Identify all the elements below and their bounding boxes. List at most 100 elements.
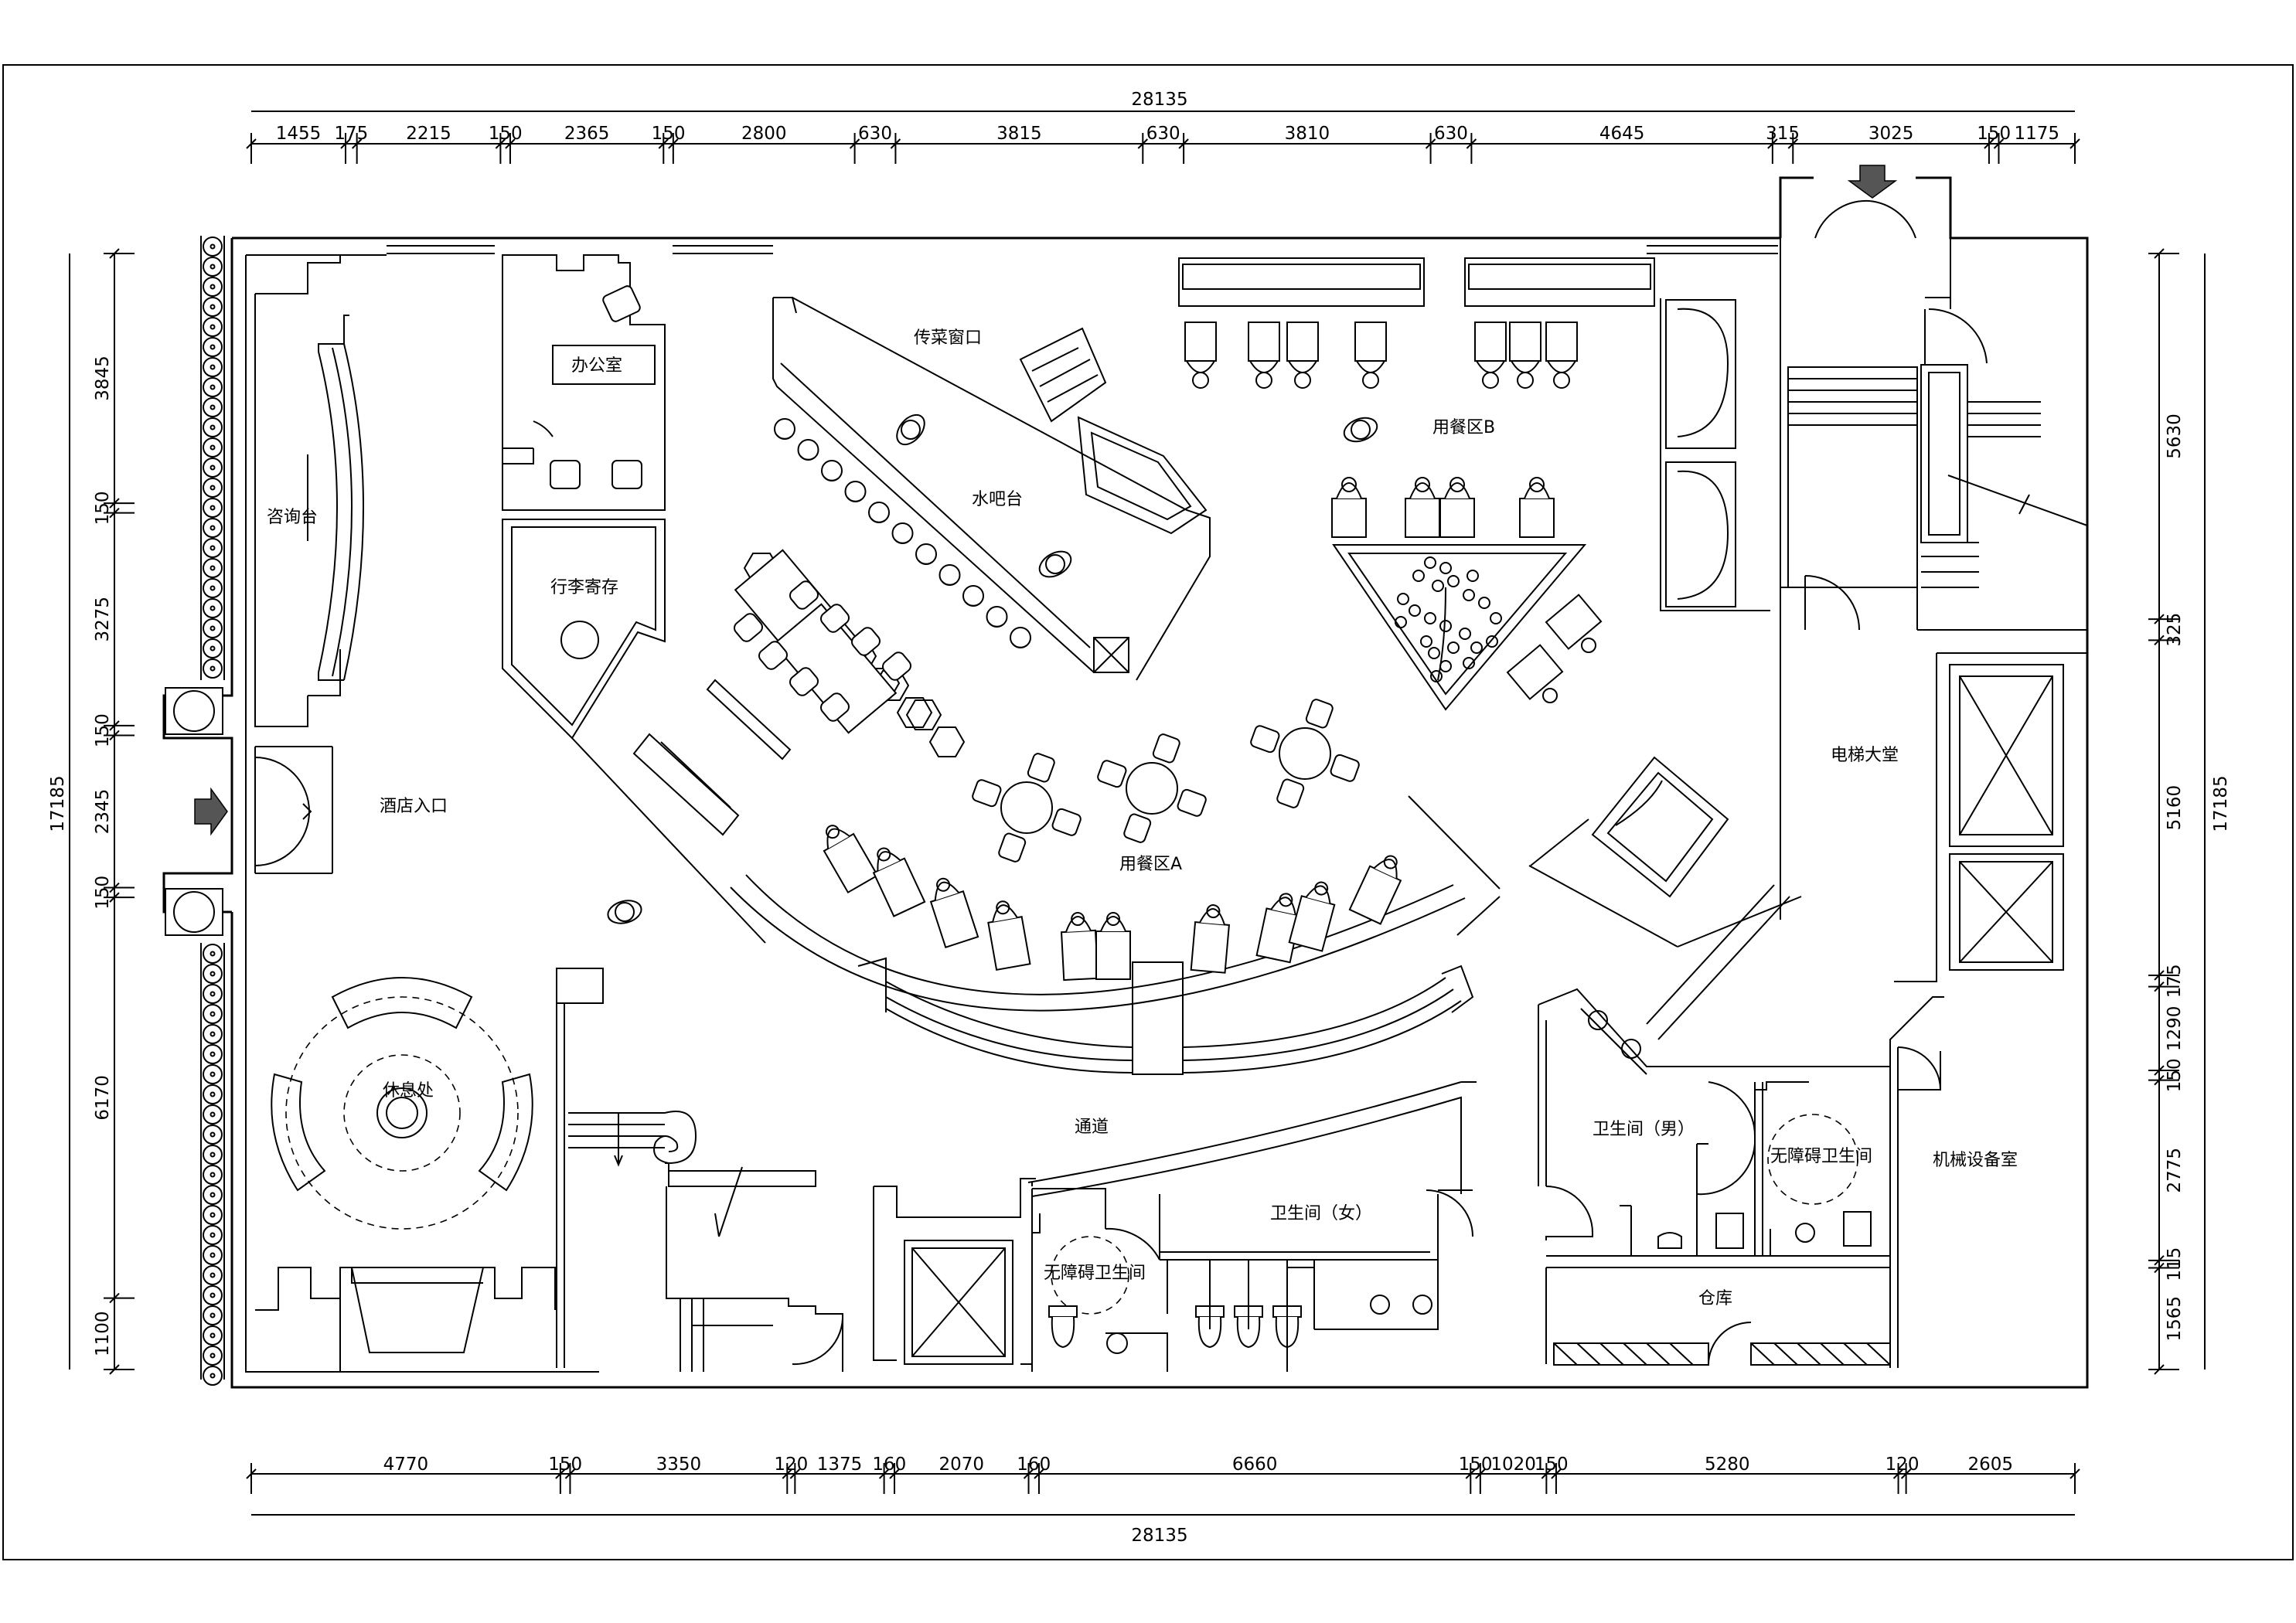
dining-b-label: 用餐区B	[1432, 418, 1495, 437]
dim-top-segment-label: 150	[1977, 124, 2011, 144]
dim-top-segment-label: 2215	[406, 124, 451, 144]
dim-bottom-total: 28135	[1131, 1526, 1187, 1546]
dim-bottom-segment-label: 120	[774, 1455, 808, 1475]
dim-bottom-segment-label: 160	[1017, 1455, 1051, 1475]
dim-right-segment-label: 150	[2165, 1058, 2185, 1092]
luggage-room: 行李寄存	[502, 519, 666, 740]
hex-table-chair	[820, 692, 850, 722]
dim-left-segment-label: 150	[93, 713, 113, 747]
bar-stools	[774, 418, 1031, 648]
dim-top-segment-label: 630	[858, 124, 892, 144]
dim-top-segment-label: 3025	[1868, 124, 1914, 144]
dining-b-chair	[1354, 322, 1387, 389]
dim-bottom-segment-label: 150	[1459, 1455, 1493, 1475]
dim-bottom-segment-label: 4770	[383, 1455, 429, 1475]
dining-b-chair	[1286, 322, 1319, 389]
dim-right-segment-label: 5630	[2165, 413, 2185, 459]
bar-stool	[774, 418, 795, 440]
dim-top-segment-label: 1455	[276, 124, 322, 144]
dim-left-segment-label: 150	[93, 491, 113, 525]
dim-right-segment-label: 1290	[2165, 1006, 2185, 1052]
dim-bottom-segment-label: 2070	[939, 1455, 985, 1475]
office-chair-2	[550, 460, 642, 489]
dim-right-segment-label: 325	[2165, 613, 2185, 647]
dim-bottom-segment-label: 1375	[817, 1455, 863, 1475]
luggage-label: 行李寄存	[550, 578, 618, 597]
wc-women: 卫生间（女） 无障碍卫生间	[1031, 1188, 1473, 1372]
hex-table-chair	[851, 627, 881, 656]
bar-stool	[986, 606, 1008, 628]
dim-bottom-segment-label: 120	[1886, 1455, 1920, 1475]
dining-b-chair	[1184, 322, 1217, 389]
top-entry-arrow-icon	[1847, 165, 1898, 199]
outer-walls	[162, 165, 2089, 1389]
entry-arrow-icon	[194, 787, 228, 836]
dim-left-total: 17185	[48, 775, 68, 832]
bar-counter: 传菜窗口 水吧台	[772, 297, 1211, 681]
booth-seat	[929, 877, 979, 949]
dim-top-segment-label: 630	[1146, 124, 1180, 144]
booth-seat	[1348, 855, 1402, 925]
booth-seat	[987, 900, 1031, 971]
guest-figure-b	[1343, 417, 1378, 443]
dining-b-chair	[1248, 322, 1280, 389]
rest-area: 休息处	[255, 968, 604, 1372]
mech-room-label: 机械设备室	[1933, 1151, 2018, 1170]
round-dining-table	[972, 753, 1082, 863]
guest-figure-lobby	[607, 900, 642, 924]
hex-table-chair	[820, 604, 850, 633]
toilet-icon	[1048, 1305, 1078, 1349]
dim-bottom-segment-label: 150	[548, 1455, 582, 1475]
hex-table-chair	[882, 652, 911, 681]
dim-right-total: 17185	[2211, 775, 2231, 832]
wc-men-label: 卫生间（男）	[1593, 1120, 1695, 1139]
dim-top-segment-label: 150	[489, 124, 523, 144]
dining-b-chair	[1405, 477, 1440, 538]
lower-zone: 通道	[568, 1081, 1477, 1372]
dim-right-segment-label: 5160	[2165, 785, 2185, 831]
office-label: 办公室	[571, 356, 622, 376]
bar-stool	[891, 522, 914, 544]
drawing-frame	[2, 64, 2294, 1560]
entrance-pillar-bottom	[165, 888, 223, 936]
dim-left-segment-label: 3845	[93, 356, 113, 401]
dim-right-segment-label: 1565	[2165, 1296, 2185, 1342]
dining-b-chair	[1331, 477, 1367, 538]
consult-desk-area: 咨询台	[254, 255, 364, 727]
dim-bottom-segment-label: 150	[1535, 1455, 1569, 1475]
booth-seat	[1095, 912, 1131, 980]
bar-stool	[915, 543, 937, 565]
dim-top-segment-label: 175	[334, 124, 368, 144]
booth-seat	[1060, 912, 1099, 982]
dim-top-total: 28135	[1131, 90, 1187, 110]
hedge-planters	[200, 236, 225, 1386]
dim-top-segment-label: 1175	[2014, 124, 2059, 144]
dim-top-segment-label: 150	[652, 124, 686, 144]
booth-seat	[1190, 904, 1230, 974]
dim-left-segment-label: 150	[93, 876, 113, 910]
consult-label: 咨询台	[267, 508, 318, 527]
dim-top-segment-label: 4645	[1599, 124, 1645, 144]
bar-stool	[797, 439, 819, 461]
dim-bottom-segment-label: 3350	[656, 1455, 702, 1475]
dining-b-corner-chair	[1545, 594, 1603, 653]
dining-area-b: 用餐区B	[1178, 257, 1770, 711]
elevator-hall-label: 电梯大堂	[1831, 746, 1899, 765]
dim-bottom-segment-label: 160	[872, 1455, 906, 1475]
accessible-wc-1-label: 无障碍卫生间	[1770, 1147, 1872, 1166]
dim-bottom-segment-label: 5280	[1705, 1455, 1750, 1475]
booth-seat	[1288, 881, 1336, 952]
dim-left-segment-label: 1100	[93, 1312, 113, 1357]
dim-left-segment-label: 2345	[93, 789, 113, 835]
dim-top-segment-label: 2365	[564, 124, 610, 144]
booth-seat	[872, 847, 926, 917]
bar-stool	[1010, 627, 1031, 648]
bar-stool	[962, 585, 984, 607]
dim-top-segment-label: 315	[1766, 124, 1800, 144]
dim-top-segment-label: 630	[1434, 124, 1468, 144]
storage-label: 仓库	[1698, 1289, 1732, 1308]
accessible-wc-2-label: 无障碍卫生间	[1044, 1264, 1146, 1283]
